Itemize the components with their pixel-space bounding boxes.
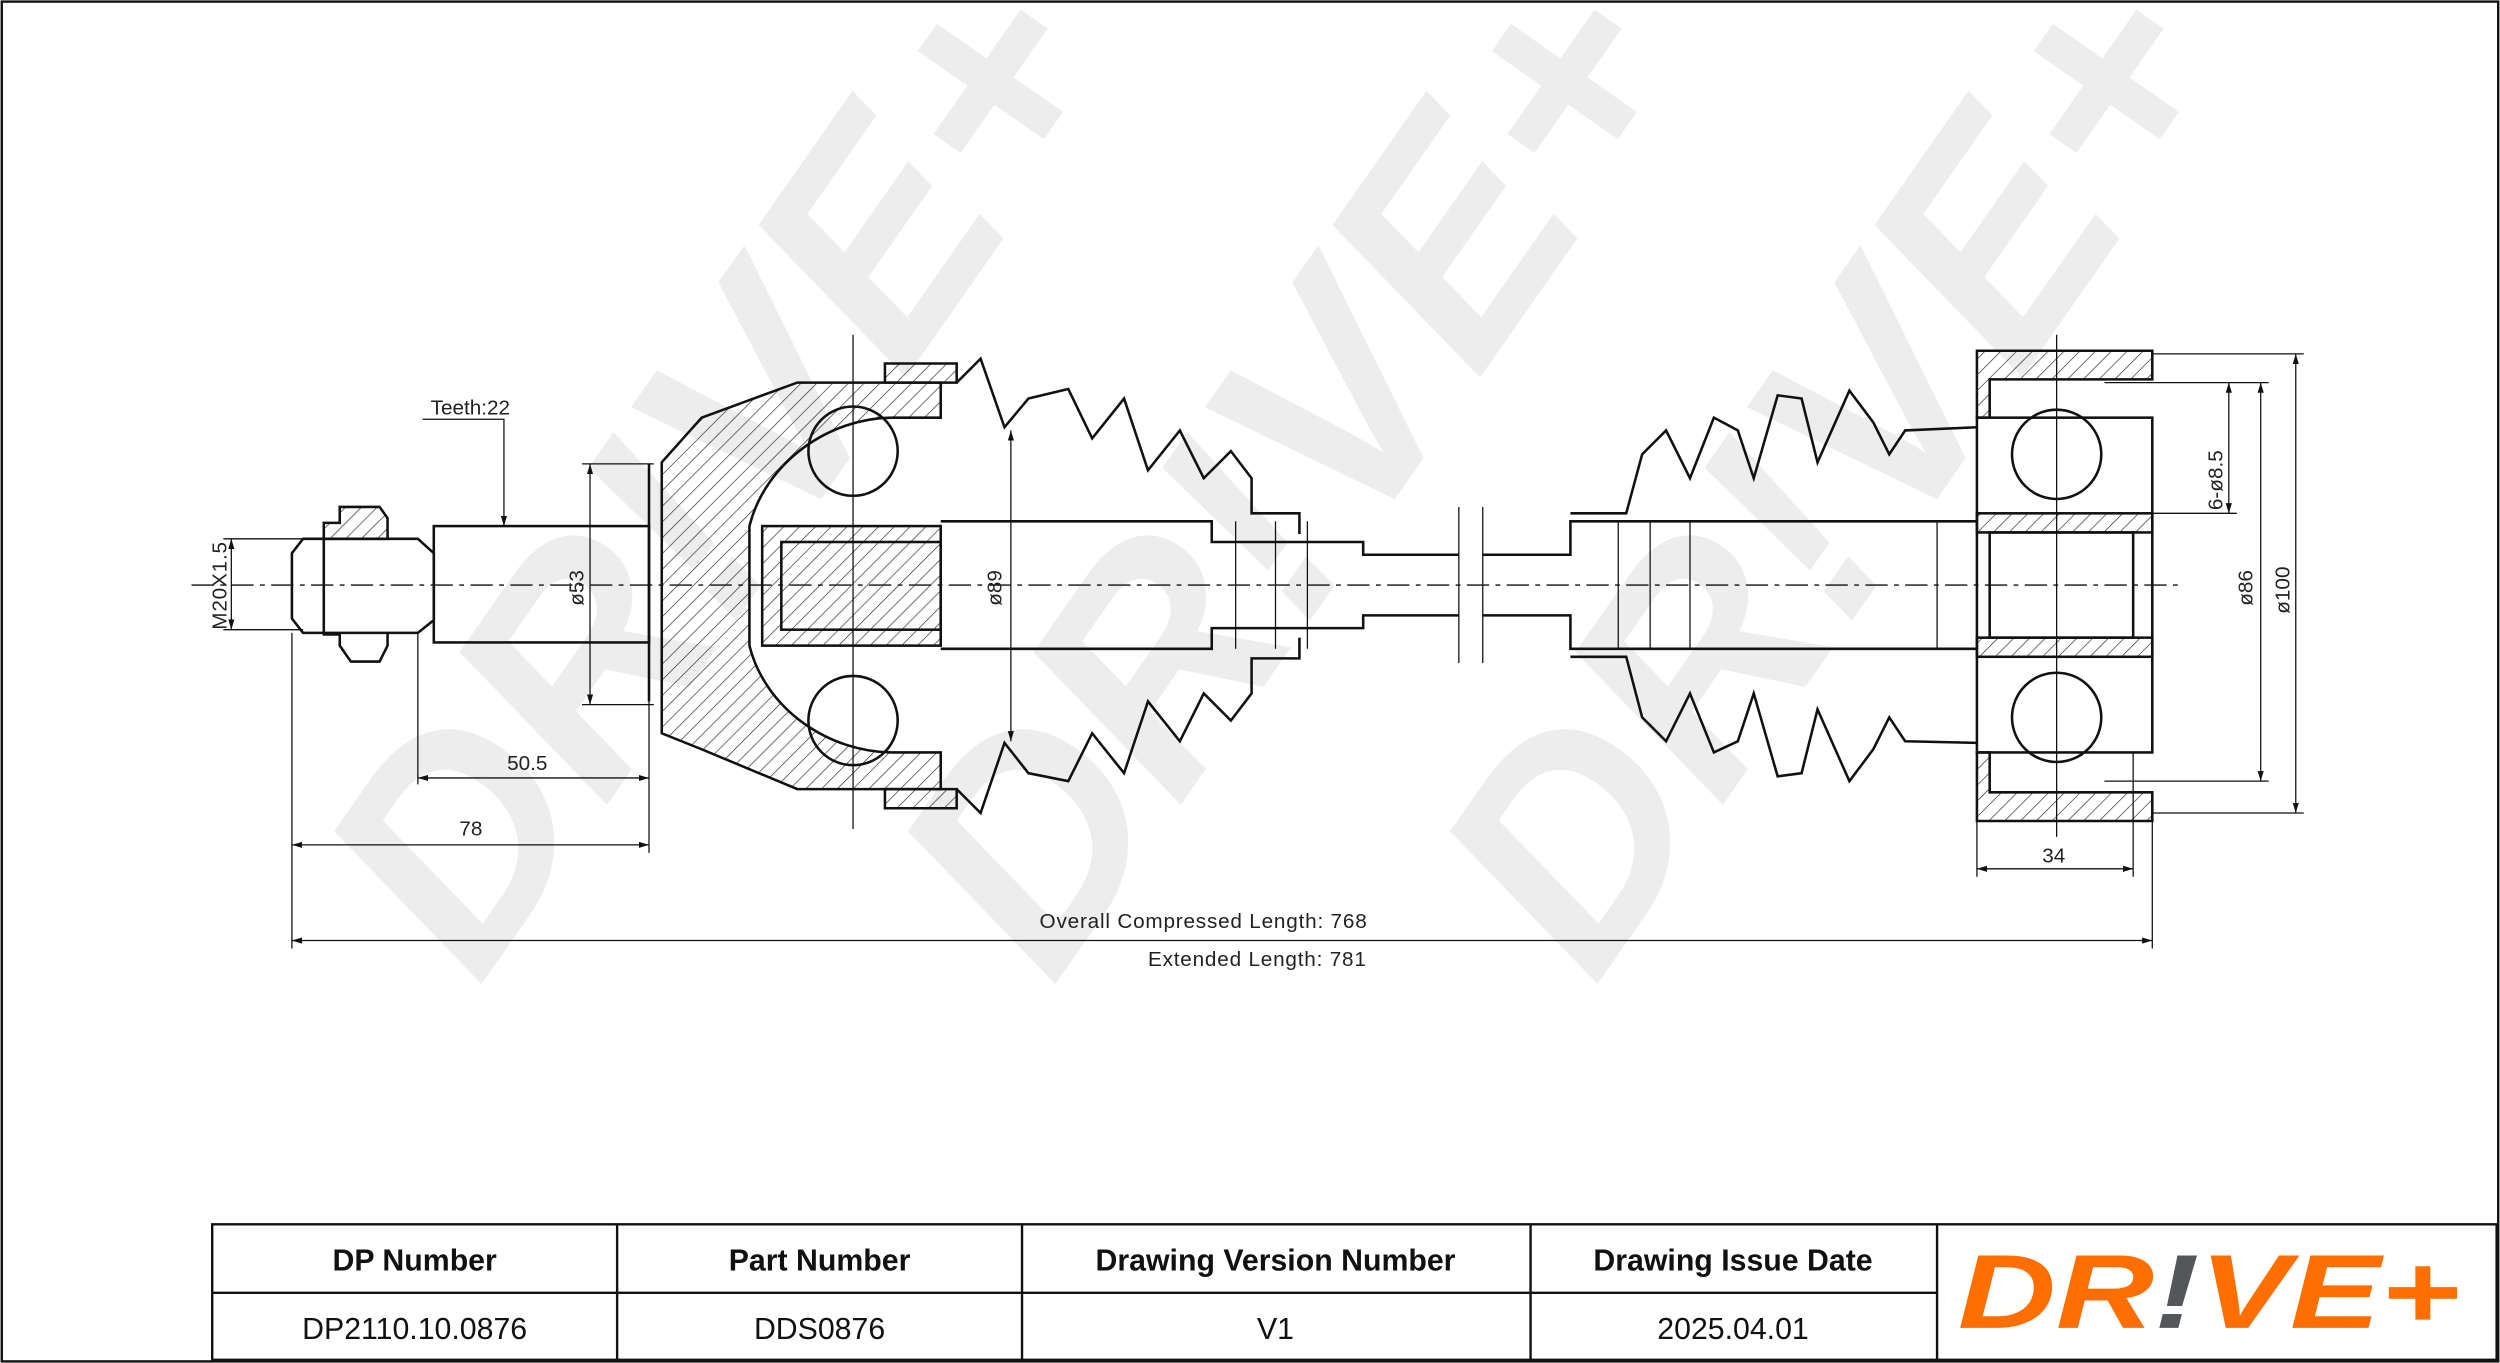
teeth-label: Teeth:22	[431, 396, 511, 419]
dia-86-label: ø86	[2235, 570, 2258, 606]
title-block: DP Number Part Number Drawing Version Nu…	[211, 1223, 2498, 1362]
drawing-version-value: V1	[1257, 1313, 1294, 1346]
holes-label: 6-ø8.5	[2204, 450, 2227, 510]
part-number-value: DDS0876	[754, 1313, 885, 1346]
stub-axle: Teeth:22	[290, 396, 651, 663]
header-issue-date: Drawing Issue Date	[1593, 1245, 1872, 1278]
header-dp-number: DP Number	[333, 1245, 497, 1278]
inner-boot-left: ø89	[955, 356, 1301, 816]
extended-length-label: Extended Length: 781	[1148, 948, 1367, 971]
header-part-number: Part Number	[729, 1245, 911, 1278]
inner-cv-joint	[1975, 334, 2154, 837]
dia-89-label: ø89	[983, 570, 1006, 606]
issue-date-value: 2025.04.01	[1657, 1313, 1808, 1346]
svg-text:DR!VE+: DR!VE+	[1958, 1234, 2460, 1351]
dimensions: M20X1.5 ø53 50.5 78 Overall Compressed L…	[209, 353, 2304, 971]
thread-label: M20X1.5	[209, 541, 232, 630]
len-34-label: 34	[2042, 844, 2065, 867]
len-78-label: 78	[459, 817, 482, 840]
drive-plus-logo: DR!VE+	[1958, 1234, 2460, 1351]
dp-number-value: DP2110.10.0876	[302, 1313, 527, 1346]
header-drawing-version: Drawing Version Number	[1096, 1245, 1456, 1278]
overall-length-label: Overall Compressed Length: 768	[1040, 910, 1368, 933]
len-50-5-label: 50.5	[507, 752, 547, 775]
dia-53-label: ø53	[566, 570, 589, 606]
dia-100-label: ø100	[2271, 567, 2294, 614]
outer-cv-joint	[647, 334, 958, 829]
shaft	[940, 506, 1977, 664]
inner-boot-right	[1570, 388, 1977, 784]
